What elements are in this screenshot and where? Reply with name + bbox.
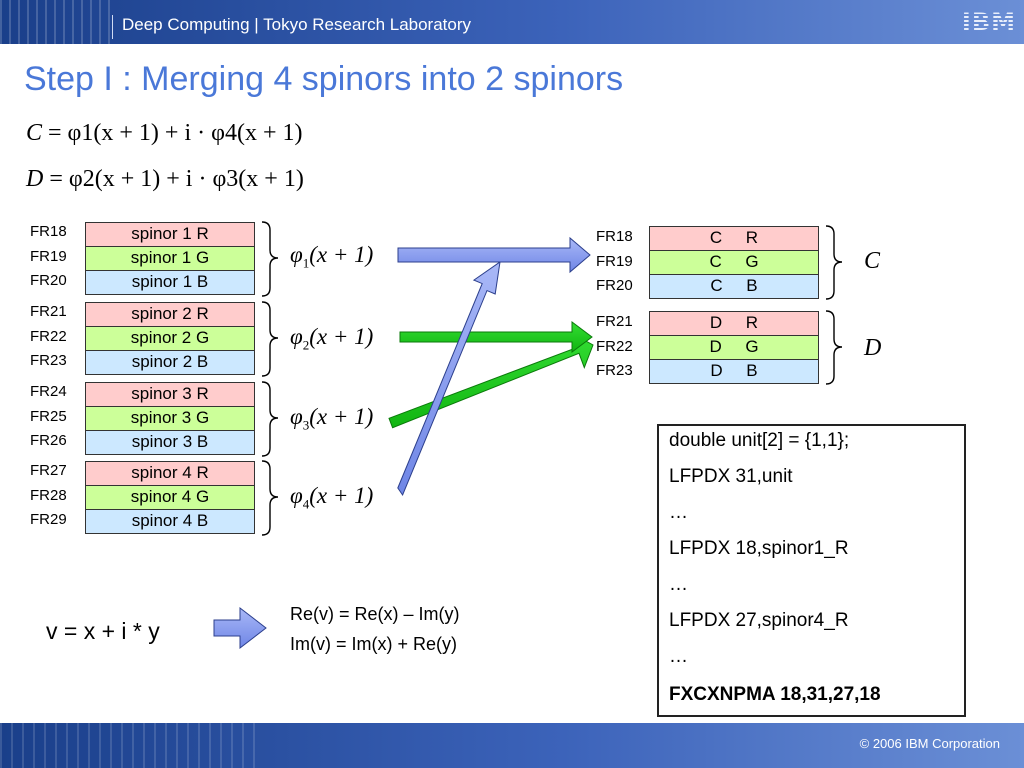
phi-sub: 2 <box>302 337 310 353</box>
phi-arg: (x + 1) <box>309 404 374 429</box>
footer-pattern <box>0 723 260 768</box>
register-cell: spinor 1 G <box>85 246 255 271</box>
fr-label: FR18 <box>596 228 633 245</box>
phi-arg: (x + 1) <box>309 242 374 267</box>
brace-spinor-2 <box>261 301 279 377</box>
code-line: LFPDX 31,unit <box>669 466 793 487</box>
register-cell: D R <box>649 311 819 336</box>
arrow-phi2-to-d <box>399 321 593 353</box>
arrow-phi1-to-c <box>397 236 591 274</box>
equation-c: C = φ1(x + 1) + i · φ4(x + 1) <box>26 120 303 147</box>
fr-label: FR28 <box>30 487 67 504</box>
fr-label: FR22 <box>596 338 633 355</box>
brace-spinor-1 <box>261 221 279 297</box>
code-line: LFPDX 18,spinor1_R <box>669 538 849 559</box>
fr-label: FR22 <box>30 328 67 345</box>
header-bar: Deep Computing | Tokyo Research Laborato… <box>0 0 1024 44</box>
register-cell: spinor 3 B <box>85 430 255 455</box>
register-cell: spinor 1 R <box>85 222 255 247</box>
fr-label: FR23 <box>596 362 633 379</box>
code-line: LFPDX 27,spinor4_R <box>669 610 849 631</box>
ibm-logo: IBM <box>961 8 1016 36</box>
phi-sub: 1 <box>302 255 310 271</box>
brace-c <box>825 225 843 300</box>
group-label-c: C <box>864 248 881 274</box>
register-cell: spinor 4 B <box>85 509 255 534</box>
footer-bar: © 2006 IBM Corporation <box>0 723 1024 768</box>
code-line: double unit[2] = {1,1}; <box>669 430 850 451</box>
fr-label: FR19 <box>30 248 67 265</box>
code-line: … <box>669 574 688 595</box>
phi-sub: 3 <box>302 417 310 433</box>
register-cell: spinor 4 G <box>85 485 255 510</box>
complex-expression: v = x + i * y <box>46 618 160 644</box>
fr-label: FR26 <box>30 432 67 449</box>
register-cell: spinor 1 B <box>85 270 255 295</box>
code-box: double unit[2] = {1,1}; LFPDX 31,unit … … <box>657 424 966 717</box>
register-cell: C G <box>649 250 819 275</box>
phi-label-1: φ1(x + 1) <box>290 242 374 271</box>
fr-label: FR25 <box>30 408 67 425</box>
fr-label: FR21 <box>30 303 67 320</box>
phi-label-4: φ4(x + 1) <box>290 483 374 512</box>
fr-label: FR23 <box>30 352 67 369</box>
fr-label: FR20 <box>30 272 67 289</box>
fr-label: FR24 <box>30 383 67 400</box>
register-cell: spinor 2 R <box>85 302 255 327</box>
equation-d-lhs: D <box>26 166 44 192</box>
phi-sub: 4 <box>302 496 310 512</box>
arrow-phi4-to-c <box>397 260 501 497</box>
phi-label-3: φ3(x + 1) <box>290 404 374 433</box>
register-cell: spinor 2 B <box>85 350 255 375</box>
arrow-phi3-to-d <box>388 332 594 429</box>
fr-label: FR19 <box>596 253 633 270</box>
code-line: … <box>669 502 688 523</box>
fr-label: FR21 <box>596 313 633 330</box>
brace-spinor-3 <box>261 381 279 457</box>
slide-title: Step I : Merging 4 spinors into 2 spinor… <box>24 60 624 98</box>
header-title: Deep Computing | Tokyo Research Laborato… <box>122 15 472 34</box>
code-line-highlight: FXCXNPMA 18,31,27,18 <box>669 684 881 705</box>
fr-label: FR29 <box>30 511 67 528</box>
register-cell: D B <box>649 359 819 384</box>
copyright: © 2006 IBM Corporation <box>859 736 1000 751</box>
code-line: … <box>669 646 688 667</box>
real-part-formula: Re(v) = Re(x) – Im(y) <box>290 604 460 624</box>
group-label-d: D <box>864 335 882 361</box>
header-pattern <box>0 0 110 44</box>
register-cell: spinor 3 G <box>85 406 255 431</box>
equation-c-rhs: = φ1(x + 1) + i · φ4(x + 1) <box>48 120 303 146</box>
equation-d: D = φ2(x + 1) + i · φ3(x + 1) <box>26 166 304 193</box>
brace-d <box>825 310 843 385</box>
imag-part-formula: Im(v) = Im(x) + Re(y) <box>290 634 457 654</box>
phi-label-2: φ2(x + 1) <box>290 324 374 353</box>
phi-arg: (x + 1) <box>309 483 374 508</box>
register-cell: C B <box>649 274 819 299</box>
complex-arrow <box>213 606 267 650</box>
equation-c-lhs: C <box>26 120 43 146</box>
fr-label: FR18 <box>30 223 67 240</box>
equation-d-rhs: = φ2(x + 1) + i · φ3(x + 1) <box>49 166 304 192</box>
register-cell: spinor 4 R <box>85 461 255 486</box>
header-separator <box>112 15 113 39</box>
fr-label: FR20 <box>596 277 633 294</box>
brace-spinor-4 <box>261 460 279 536</box>
fr-label: FR27 <box>30 462 67 479</box>
phi-arg: (x + 1) <box>309 324 374 349</box>
